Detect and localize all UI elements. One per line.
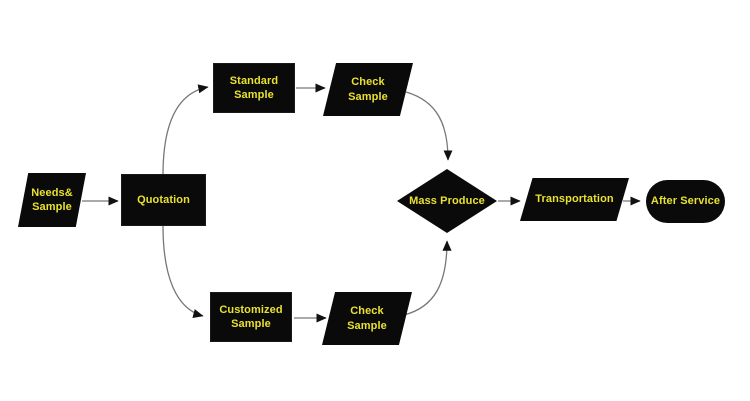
node-check-sample-top-label: Check Sample — [348, 76, 388, 103]
edge-quotation-to-customized — [162, 225, 204, 318]
node-check-sample-bottom: Check Sample — [322, 292, 412, 345]
node-transportation-label: Transportation — [535, 193, 614, 206]
node-after-service: After Service — [646, 180, 725, 223]
node-after-service-label: After Service — [650, 195, 721, 208]
node-quotation-label: Quotation — [137, 193, 190, 206]
edge-checkbottom-to-mass — [403, 240, 452, 316]
node-transportation: Transportation — [520, 178, 629, 221]
node-check-sample-bottom-label: Check Sample — [347, 305, 387, 332]
node-check-sample-top: Check Sample — [323, 63, 413, 116]
node-needs-sample: Needs& Sample — [18, 173, 86, 227]
edge-checktop-to-mass — [405, 91, 453, 161]
node-quotation: Quotation — [121, 174, 206, 226]
edge-quotation-to-standard — [162, 84, 209, 176]
node-customized-sample-label: Customized Sample — [219, 303, 283, 330]
node-standard-sample-label: Standard Sample — [229, 74, 279, 101]
node-needs-sample-label: Needs& Sample — [31, 186, 73, 213]
node-mass-produce-label: Mass Produce — [409, 194, 485, 207]
node-standard-sample: Standard Sample — [213, 63, 295, 113]
node-customized-sample: Customized Sample — [210, 292, 292, 342]
